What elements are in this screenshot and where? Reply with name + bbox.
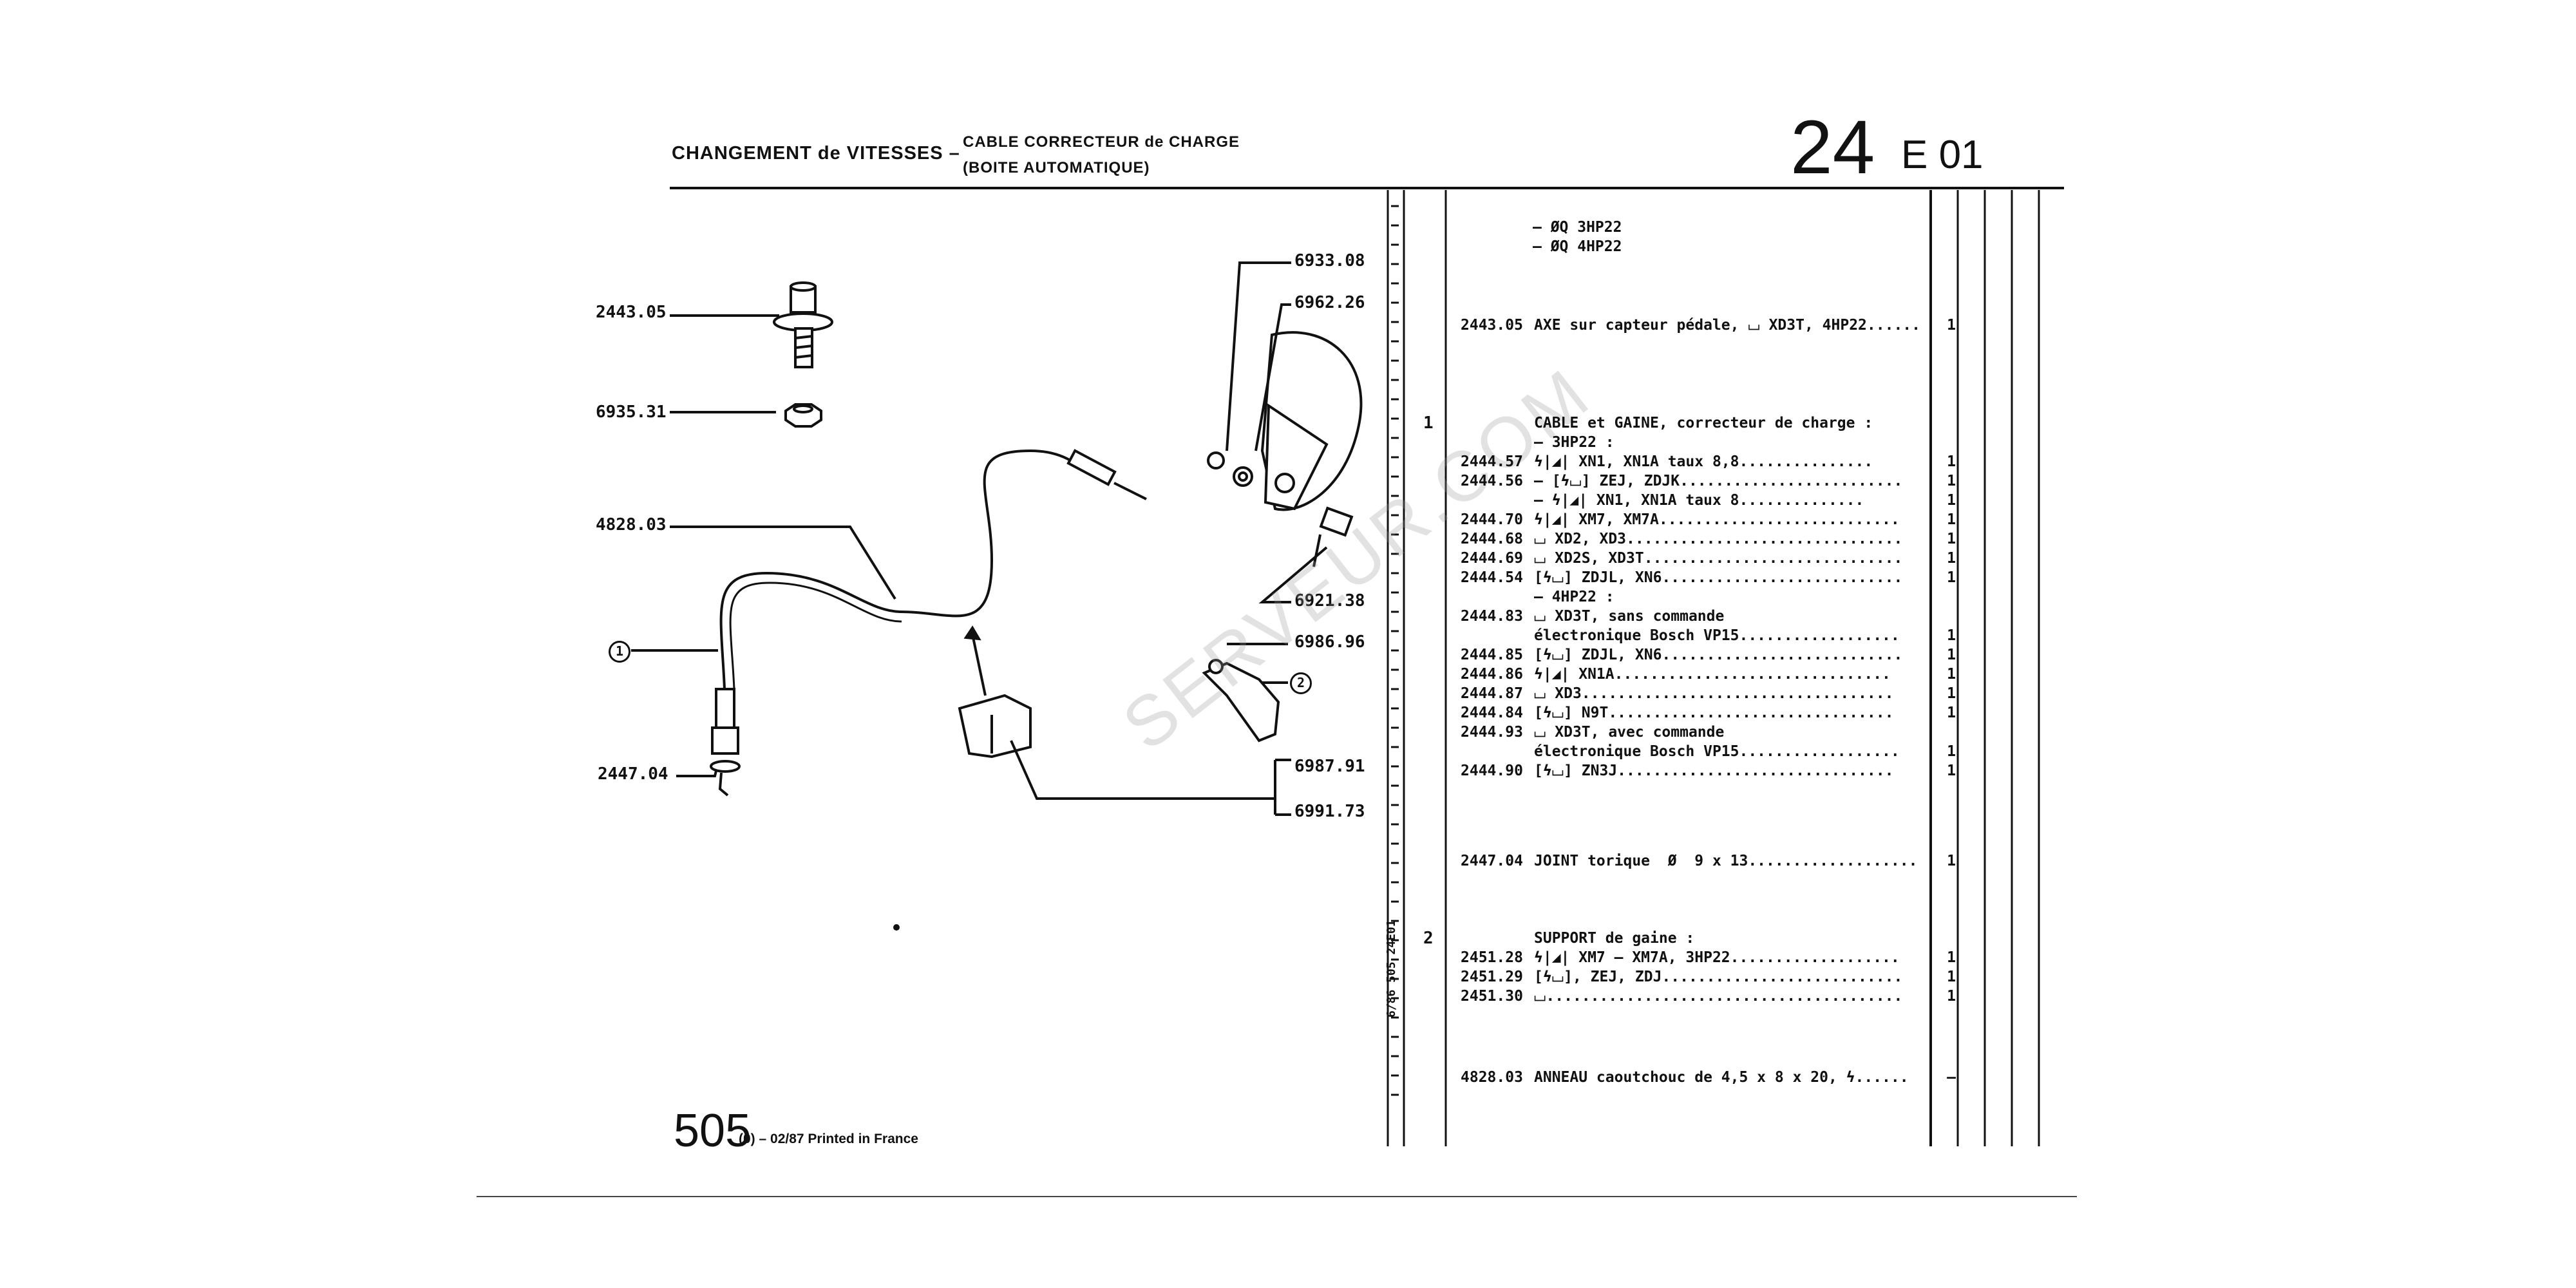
part-description: – ØQ 4HP22: [1533, 238, 1622, 255]
part-description: [ϟ⌴] ZDJL, XN6..........................…: [1534, 569, 1903, 586]
print-note: (0) – 02/87 Printed in France: [739, 1132, 918, 1146]
part-description: SUPPORT de gaine :: [1534, 930, 1695, 947]
figure-ref-circle-1: 1: [609, 641, 630, 663]
part-description: ANNEAU caoutchouc de 4,5 x 8 x 20, ϟ....…: [1534, 1069, 1909, 1086]
part-reference: 4828.03: [1461, 1069, 1523, 1086]
part-reference: 2444.93: [1461, 724, 1523, 741]
part-reference: 2444.87: [1461, 685, 1523, 702]
part-quantity: 1: [1947, 988, 1956, 1005]
page-number: 24: [1790, 105, 1875, 190]
part-reference: 2444.68: [1461, 531, 1523, 547]
part-quantity: 1: [1947, 531, 1956, 547]
page-code: E 01: [1901, 133, 1984, 177]
part-description: ⌴.......................................…: [1534, 988, 1903, 1005]
part-reference: 2444.54: [1461, 569, 1523, 586]
callout-6962-26: 6962.26: [1294, 293, 1365, 312]
part-description: ⌴ XD3T, avec commande: [1534, 724, 1725, 741]
part-description: ⌴ XD3T, sans commande: [1534, 608, 1725, 625]
callout-6991-73: 6991.73: [1294, 802, 1365, 821]
part-description: [ϟ⌴] ZN3J...............................: [1534, 762, 1894, 779]
part-description: – [ϟ⌴] ZEJ, ZDJK........................…: [1534, 473, 1903, 489]
part-description: ⌴ XD2S, XD3T............................…: [1534, 550, 1903, 567]
part-description: électronique Bosch VP15.................…: [1534, 627, 1900, 644]
part-quantity: 1: [1947, 647, 1956, 663]
callout-6935-31: 6935.31: [596, 402, 667, 422]
part-reference: 2444.56: [1461, 473, 1523, 489]
part-description: – ØQ 3HP22: [1533, 219, 1622, 236]
part-quantity: 1: [1947, 453, 1956, 470]
part-quantity: 1: [1947, 666, 1956, 683]
part-quantity: 1: [1947, 705, 1956, 721]
callout-6986-96: 6986.96: [1294, 632, 1365, 652]
part-description: ϟ|◢| XN1, XN1A taux 8,8...............: [1534, 453, 1873, 470]
part-quantity: 1: [1947, 743, 1956, 760]
part-description: ϟ|◢| XM7 – XM7A, 3HP22..................…: [1534, 949, 1900, 966]
part-quantity: 1: [1947, 853, 1956, 869]
part-quantity: 1: [1947, 627, 1956, 644]
callout-2447-04: 2447.04: [598, 764, 668, 784]
part-quantity: 1: [1947, 762, 1956, 779]
part-reference: 2444.57: [1461, 453, 1523, 470]
part-reference: 2444.84: [1461, 705, 1523, 721]
part-reference: 2444.86: [1461, 666, 1523, 683]
part-description: – 4HP22 :: [1534, 589, 1615, 605]
part-quantity: 1: [1947, 550, 1956, 567]
model-number: 505: [674, 1105, 752, 1157]
section-subtitle-line1: CABLE CORRECTEUR de CHARGE: [963, 133, 1240, 151]
part-description: – ϟ|◢| XN1, XN1A taux 8..............: [1534, 492, 1864, 509]
part-quantity: –: [1947, 1069, 1956, 1086]
callout-6933-08: 6933.08: [1294, 251, 1365, 270]
part-reference: 2444.85: [1461, 647, 1523, 663]
part-quantity: 1: [1947, 569, 1956, 586]
callout-4828-03: 4828.03: [596, 515, 667, 535]
part-description: JOINT torique Ø 9 x 13..................…: [1534, 853, 1918, 869]
part-quantity: 1: [1947, 317, 1956, 334]
part-description: AXE sur capteur pédale, ⌴ XD3T, 4HP22...…: [1534, 317, 1920, 334]
part-figure-ref: 2: [1423, 929, 1434, 948]
part-quantity: 1: [1947, 685, 1956, 702]
part-reference: 2443.05: [1461, 317, 1523, 334]
part-reference: 2444.69: [1461, 550, 1523, 567]
exploded-diagram: [631, 261, 1363, 931]
part-description: [ϟ⌴], ZEJ, ZDJ..........................…: [1534, 969, 1903, 985]
part-quantity: 1: [1947, 969, 1956, 985]
part-description: ⌴ XD2, XD3..............................…: [1534, 531, 1903, 547]
part-reference: 2444.90: [1461, 762, 1523, 779]
part-figure-ref: 1: [1423, 413, 1434, 433]
part-reference: 2444.83: [1461, 608, 1523, 625]
part-description: ϟ|◢| XM7, XM7A..........................…: [1534, 511, 1900, 528]
part-reference: 2451.29: [1461, 969, 1523, 985]
callout-6987-91: 6987.91: [1294, 757, 1365, 776]
section-subtitle-line2: (BOITE AUTOMATIQUE): [963, 159, 1150, 176]
part-description: [ϟ⌴] ZDJL, XN6..........................…: [1534, 647, 1903, 663]
part-description: ⌴ XD3...................................: [1534, 685, 1894, 702]
part-reference: 2447.04: [1461, 853, 1523, 869]
side-code: 6/86 505 24E01: [1385, 920, 1398, 1018]
part-reference: 2444.70: [1461, 511, 1523, 528]
part-quantity: 1: [1947, 511, 1956, 528]
callout-6921-38: 6921.38: [1294, 591, 1365, 611]
callout-2443-05: 2443.05: [596, 303, 667, 322]
part-description: – 3HP22 :: [1534, 434, 1615, 451]
part-quantity: 1: [1947, 492, 1956, 509]
part-description: CABLE et GAINE, correcteur de charge :: [1534, 415, 1873, 431]
part-description: [ϟ⌴] N9T................................: [1534, 705, 1894, 721]
part-quantity: 1: [1947, 473, 1956, 489]
part-description: ϟ|◢| XN1A...............................: [1534, 666, 1891, 683]
figure-ref-circle-2: 2: [1290, 672, 1312, 694]
part-quantity: 1: [1947, 949, 1956, 966]
section-title: CHANGEMENT de VITESSES –: [672, 143, 960, 164]
part-reference: 2451.28: [1461, 949, 1523, 966]
part-description: électronique Bosch VP15.................…: [1534, 743, 1900, 760]
part-reference: 2451.30: [1461, 988, 1523, 1005]
